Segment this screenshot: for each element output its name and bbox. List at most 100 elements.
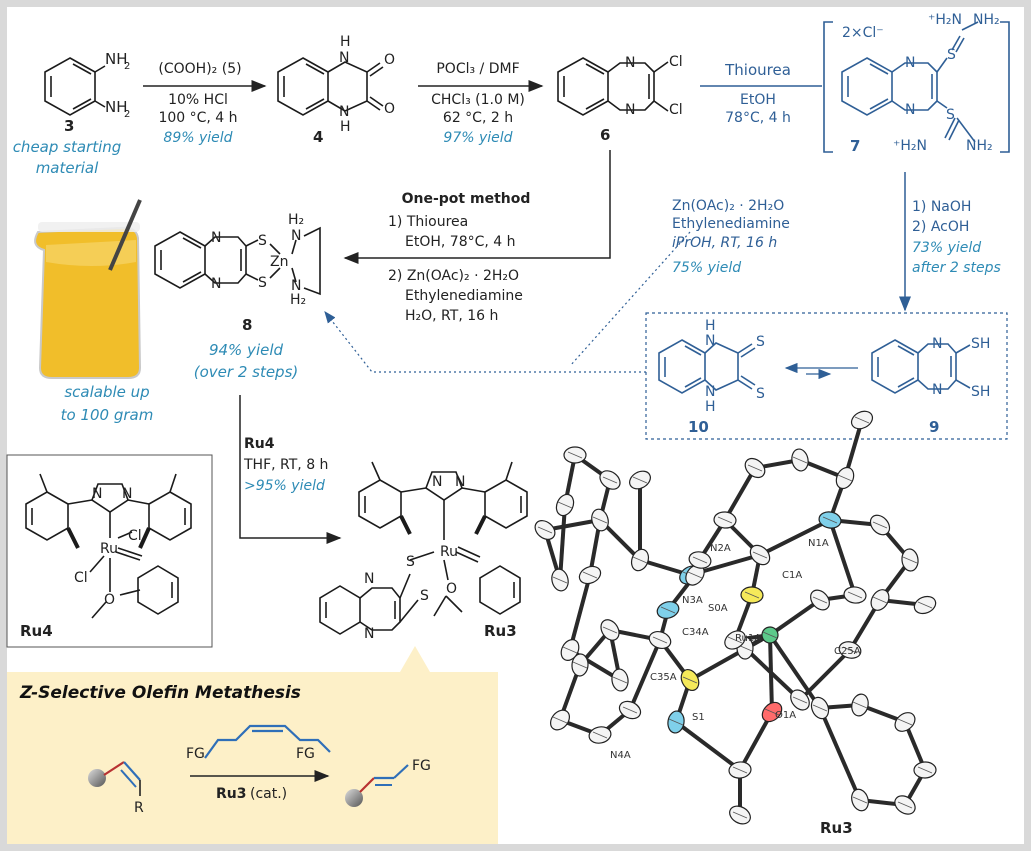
- compound-4: H N O O N H 4: [277, 34, 395, 146]
- crystal-atom-label: N1A: [808, 538, 829, 549]
- atom-label: Ru: [440, 544, 458, 560]
- ortep-hatch: [744, 591, 760, 599]
- condition: 100 °C, 4 h: [158, 110, 237, 126]
- one-pot-method: One-pot method 1) Thiourea EtOH, 78°C, 4…: [343, 150, 611, 324]
- atom-label: 2: [124, 61, 130, 72]
- step-6: Ru4 THF, RT, 8 h >95% yield: [239, 395, 342, 544]
- atom-label: S: [420, 588, 429, 604]
- ortep-hatch: [837, 474, 853, 482]
- ortep-hatch: [732, 766, 748, 774]
- yield: after 2 steps: [912, 260, 1001, 276]
- ortep-hatch: [602, 476, 618, 484]
- atom-label: SH: [971, 336, 990, 352]
- atom-label: N: [905, 55, 915, 71]
- ortep-bond: [818, 707, 862, 801]
- atom-label: Cl: [669, 102, 683, 118]
- atom-label: NH: [105, 50, 128, 68]
- atom-label: N: [705, 384, 715, 400]
- ortep-hatch: [732, 811, 748, 819]
- ortep-hatch: [717, 516, 733, 524]
- yield: (over 2 steps): [194, 363, 299, 381]
- yield: 73% yield: [912, 240, 981, 256]
- atom-label: S: [406, 554, 415, 570]
- atom-label: H: [705, 318, 716, 334]
- olefin-metathesis-callout: Z-Selective Olefin Metathesis FG FG R Ru…: [7, 646, 498, 844]
- compound-9: N N SH SH 9: [871, 336, 990, 436]
- yield: >95% yield: [244, 478, 325, 494]
- ortep-hatch: [592, 731, 608, 739]
- ortep-bond: [568, 574, 592, 651]
- atom-label: O: [384, 52, 395, 68]
- compound-10: H N N H S S 10: [658, 318, 765, 436]
- ortep-hatch: [847, 591, 863, 599]
- crystal-atom-label: Ru1A: [735, 633, 761, 644]
- atom-label: S: [947, 47, 956, 63]
- compound-label: 4: [313, 128, 323, 146]
- atom-label: S: [756, 386, 765, 402]
- ortep-bond: [689, 633, 771, 682]
- compound-label: 7: [850, 137, 860, 155]
- ortep-hatch: [632, 556, 648, 564]
- ortep-hatch: [612, 676, 628, 684]
- atom-label: H: [340, 119, 351, 135]
- ortep-hatch: [872, 596, 888, 604]
- ortep-hatch: [792, 696, 808, 704]
- atom-label: N: [339, 50, 349, 66]
- ortep-hatch: [917, 766, 933, 774]
- atom-label: H: [705, 399, 716, 415]
- atom-label: O: [104, 592, 115, 608]
- ortep-hatch: [852, 796, 868, 804]
- ortep-bond: [674, 720, 742, 772]
- atom-label: Cl: [128, 528, 142, 544]
- ortep-hatch: [537, 526, 553, 534]
- fg-label: FG: [296, 746, 315, 762]
- ortep-hatch: [682, 676, 698, 684]
- crystal-atom-label: O1A: [775, 710, 796, 721]
- reagent: Ru4: [244, 436, 275, 452]
- one-pot-title: One-pot method: [402, 191, 531, 207]
- ortep-hatch: [792, 456, 808, 464]
- atom-label: NH: [105, 98, 128, 116]
- ortep-bond: [628, 639, 662, 711]
- ortep-hatch: [557, 501, 573, 509]
- ortep-hatch: [764, 708, 780, 716]
- atom-label: S: [756, 334, 765, 350]
- compound-7: 2×Cl⁻ N N S S ⁺H₂N NH₂ ⁺H₂N NH₂ 7: [823, 12, 1010, 155]
- crystal-atom-label: S1: [692, 712, 705, 723]
- step-2: POCl₃ / DMF CHCl₃ (1.0 M) 62 °C, 2 h 97%…: [418, 61, 544, 146]
- ortep-hatch: [668, 718, 684, 726]
- condition: H₂O, RT, 16 h: [405, 308, 498, 324]
- atom-label: N: [92, 486, 102, 502]
- ortep-hatch: [854, 416, 870, 424]
- atom-label: N: [932, 336, 942, 352]
- ortep-hatch: [652, 636, 668, 644]
- crystal-atom-label: N2A: [710, 543, 731, 554]
- ortep-bond: [723, 467, 757, 521]
- atom-label: N: [291, 228, 301, 244]
- crystal-atom-label: N4A: [610, 750, 631, 761]
- r-label: R: [134, 800, 144, 816]
- atom-label: N: [932, 382, 942, 398]
- atom-label: H: [340, 34, 351, 50]
- ortep-hatch: [812, 596, 828, 604]
- compound-label: 10: [688, 418, 709, 436]
- ortep-hatch: [552, 576, 568, 584]
- condition: Ethylenediamine: [405, 288, 523, 304]
- reagent: POCl₃ / DMF: [436, 61, 519, 77]
- atom-label: S: [258, 275, 267, 291]
- fg-label: FG: [186, 746, 205, 762]
- atom-label: N: [211, 230, 221, 246]
- step-5: Zn(OAc)₂ · 2H₂O Ethylenediamine iPrOH, R…: [324, 198, 790, 373]
- ortep-hatch: [727, 636, 743, 644]
- atom-label: 2: [124, 109, 130, 120]
- condition: 1) NaOH: [912, 199, 971, 215]
- ortep-hatch: [592, 516, 608, 524]
- condition: EtOH, 78°C, 4 h: [405, 234, 516, 250]
- condition: 1) Thiourea: [388, 214, 468, 230]
- yield: 89% yield: [163, 130, 232, 146]
- compound-label: Ru3: [484, 622, 517, 640]
- atom-label: N: [122, 486, 132, 502]
- atom-label: N: [705, 333, 715, 349]
- ortep-hatch: [917, 601, 933, 609]
